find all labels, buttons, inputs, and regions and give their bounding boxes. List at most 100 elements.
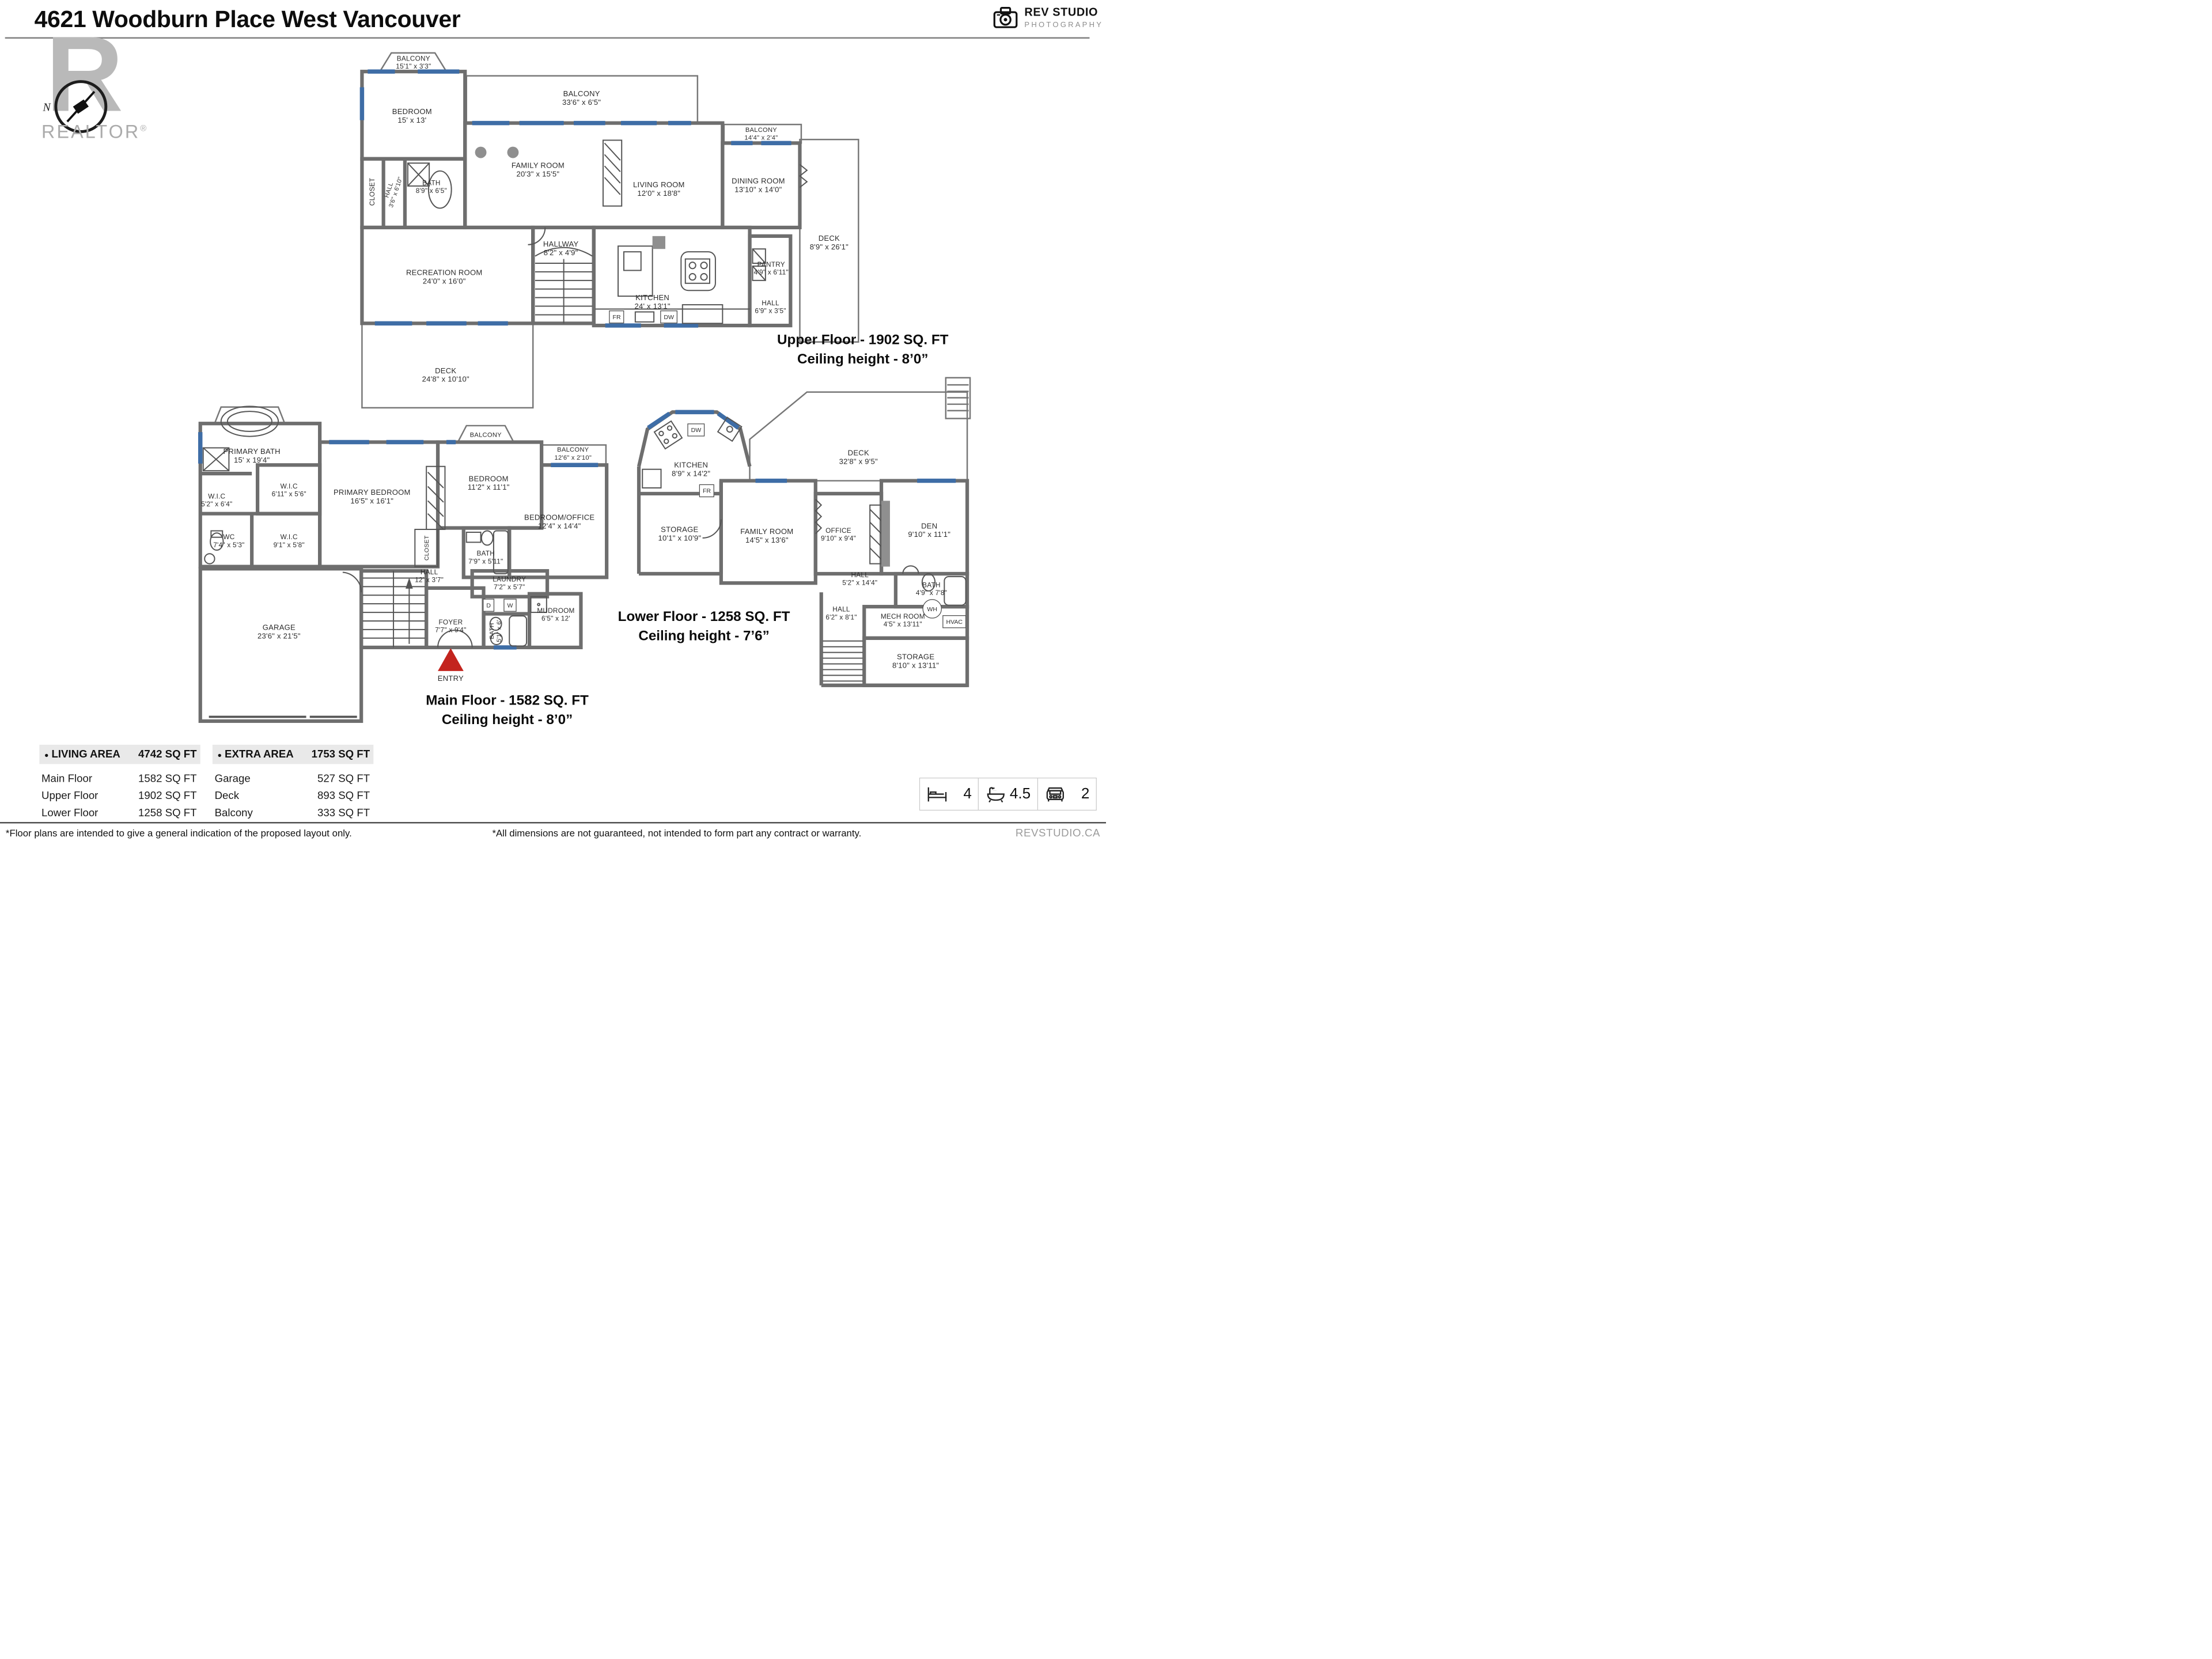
rev-studio-logo: REV STUDIO PHOTOGRAPHY — [993, 4, 1103, 34]
bullet-icon: ● — [44, 752, 49, 760]
upper-closet-label: CLOSET — [369, 177, 377, 206]
property-stats: 4 4.5 2 — [919, 777, 1097, 811]
bed-icon — [927, 787, 947, 802]
living-area-title: LIVING AREA — [51, 748, 120, 761]
realtor-r-glyph: R — [46, 13, 124, 134]
car-icon — [1046, 787, 1064, 802]
garage-stat: 2 — [1037, 778, 1096, 810]
lower-fr-label: FR — [699, 484, 715, 498]
bathrooms-stat: 4.5 — [978, 778, 1037, 810]
extra-area-header: ●EXTRA AREA 1753 SQ FT — [212, 744, 374, 764]
upper-floor-ceiling: Ceiling height - 8’0” — [797, 351, 929, 367]
main-floor-title: Main Floor - 1582 SQ. FT Ceiling height … — [426, 691, 589, 730]
lower-hvac-label: HVAC — [942, 615, 967, 628]
main-d-label: D — [483, 599, 495, 612]
main-closet-label: CLOSET — [422, 535, 430, 561]
website-link[interactable]: REVSTUDIO.CA — [1015, 827, 1101, 839]
main-balcony-label: BALCONY — [469, 431, 502, 438]
lower-floor-plan — [637, 377, 971, 687]
living-area-total: 4742 SQ FT — [138, 748, 197, 761]
camera-icon — [993, 7, 1018, 28]
entry-arrow — [438, 648, 464, 671]
bedrooms-stat: 4 — [920, 778, 978, 810]
main-entry-label: ENTRY — [437, 674, 464, 683]
living-area-header: ●LIVING AREA 4742 SQ FT — [39, 744, 200, 764]
lower-dw-label: DW — [687, 423, 705, 437]
page-title: 4621 Woodburn Place West Vancouver — [34, 5, 461, 32]
lower-floor-ceiling: Ceiling height - 7’6” — [638, 628, 770, 644]
extra-area-total: 1753 SQ FT — [311, 748, 370, 761]
bed-count: 4 — [963, 785, 972, 802]
upper-dw-label: DW — [660, 310, 678, 324]
disclaimer-left: *Floor plans are intended to give a gene… — [5, 827, 352, 839]
footer-divider — [0, 821, 1107, 824]
extra-area-title: EXTRA AREA — [225, 748, 294, 761]
lower-floor-area: Lower Floor - 1258 SQ. FT — [618, 608, 790, 625]
car-count: 2 — [1081, 785, 1090, 802]
studio-subtitle: PHOTOGRAPHY — [1024, 21, 1104, 29]
bullet-icon: ● — [217, 752, 222, 760]
header-divider — [5, 37, 1090, 39]
upper-floor-area: Upper Floor - 1902 SQ. FT — [777, 332, 949, 348]
bath-icon — [987, 787, 1005, 803]
upper-floor-title: Upper Floor - 1902 SQ. FT Ceiling height… — [777, 331, 948, 369]
studio-name: REV STUDIO — [1024, 6, 1099, 19]
upper-fr-label: FR — [609, 310, 624, 324]
lower-wh-label: WH — [922, 599, 942, 619]
realtor-logo: R N REALTOR® — [41, 20, 146, 143]
bath-count: 4.5 — [1009, 785, 1031, 802]
compass-icon — [54, 80, 108, 133]
compass-north-label: N — [43, 101, 51, 114]
main-w-label: W — [503, 599, 517, 612]
realtor-wordmark: REALTOR® — [41, 121, 148, 143]
main-floor-plan — [198, 406, 609, 723]
